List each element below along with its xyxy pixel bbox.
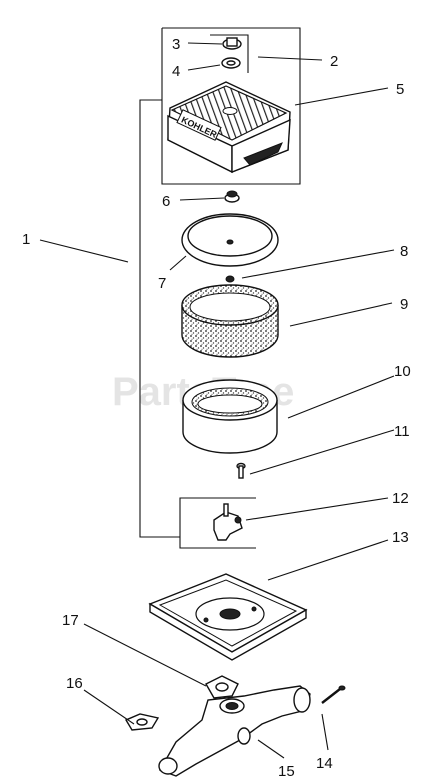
seal-part xyxy=(221,57,241,69)
wing-nut-bracket xyxy=(210,34,249,73)
element-cover-part xyxy=(181,213,279,267)
air-cleaner-cover-part: KOHLER xyxy=(167,81,291,174)
air-filter-element-part xyxy=(182,379,278,454)
callout-5: 5 xyxy=(396,81,404,98)
cover-group-bracket xyxy=(161,27,301,185)
callout-9: 9 xyxy=(400,296,408,313)
callout-numbers: 1 2 3 4 5 6 7 8 9 10 11 12 13 14 15 16 1… xyxy=(22,36,411,780)
gasket-part xyxy=(205,675,239,699)
elbow-part xyxy=(158,685,311,777)
callout-1: 1 xyxy=(22,231,30,248)
callout-10: 10 xyxy=(394,363,411,380)
callout-16: 16 xyxy=(66,675,83,692)
screw-part xyxy=(236,462,246,479)
assembly-bracket-line xyxy=(139,99,180,538)
callout-7: 7 xyxy=(158,275,166,292)
bolt-part xyxy=(321,685,346,704)
callout-2: 2 xyxy=(330,53,338,70)
callout-17: 17 xyxy=(62,612,79,629)
bracket-box xyxy=(179,497,256,549)
callout-15: 15 xyxy=(278,763,295,780)
precleaner-part xyxy=(181,284,279,358)
callout-12: 12 xyxy=(392,490,409,507)
elbow-gasket-part xyxy=(124,713,160,731)
callout-3: 3 xyxy=(172,36,180,53)
wing-nut-part xyxy=(222,37,242,50)
callout-13: 13 xyxy=(392,529,409,546)
callout-14: 14 xyxy=(316,755,333,772)
callout-4: 4 xyxy=(172,63,180,80)
seal-nut-part xyxy=(225,275,235,283)
nut-part xyxy=(224,190,240,203)
callout-6: 6 xyxy=(162,193,170,210)
base-plate-part xyxy=(148,573,308,661)
leader-lines xyxy=(39,42,395,759)
callout-8: 8 xyxy=(400,243,408,260)
callout-11: 11 xyxy=(394,423,410,440)
bracket-part xyxy=(213,503,243,541)
